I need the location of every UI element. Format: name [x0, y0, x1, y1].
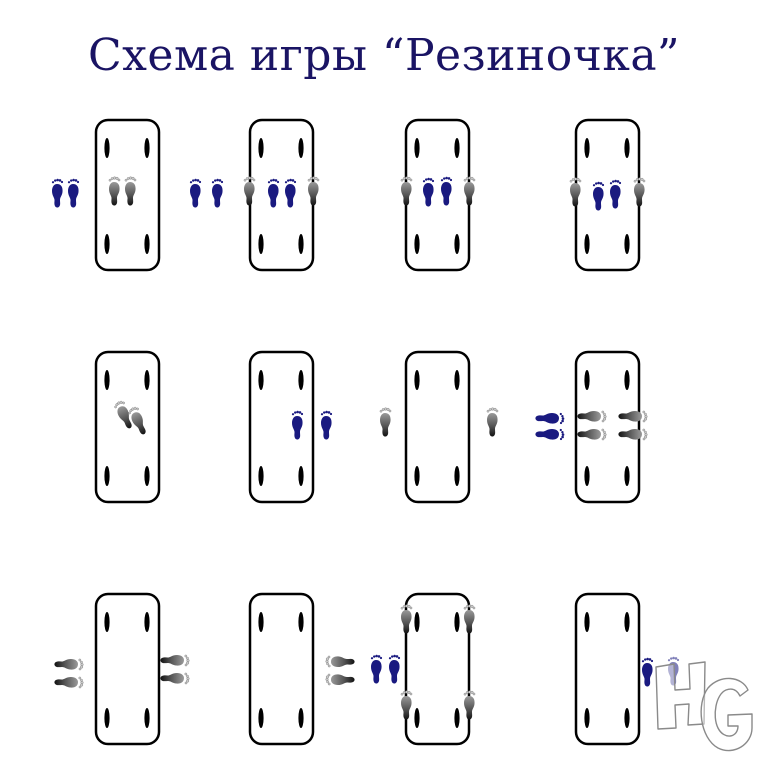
step-11: [371, 592, 475, 746]
step-4: [570, 118, 645, 272]
blue-foot-icon: [423, 178, 434, 207]
blue-foot-icon: [642, 658, 653, 687]
rubber-frame: [248, 592, 315, 746]
blue-foot-icon: [535, 413, 564, 424]
blue-foot-icon: [321, 411, 332, 440]
rubber-frame: [248, 350, 315, 504]
blue-foot-icon: [68, 179, 79, 208]
rubber-frame: [248, 118, 315, 272]
gray-foot-icon: [487, 408, 498, 437]
blue-foot-icon: [593, 182, 604, 211]
blue-foot-icon: [268, 179, 279, 208]
step-5: [94, 350, 161, 504]
blue-foot-icon: [610, 180, 621, 209]
blue-foot-icon: [212, 179, 223, 208]
gray-foot-icon: [326, 656, 355, 667]
blue-foot-icon: [389, 655, 400, 684]
gray-foot-icon: [54, 677, 83, 688]
blue-foot-icon: [535, 429, 564, 440]
gray-foot-icon: [326, 674, 355, 685]
step-9: [54, 592, 189, 746]
blue-foot-icon: [371, 655, 382, 684]
gray-foot-icon: [160, 655, 189, 666]
rubber-frame: [574, 350, 641, 504]
gray-foot-icon: [127, 406, 149, 437]
gray-foot-icon: [125, 177, 136, 206]
blue-foot-icon: [190, 179, 201, 208]
step-7: [380, 350, 498, 504]
step-10: [248, 592, 355, 746]
gray-foot-icon: [577, 411, 606, 422]
page-title: Схема игры “Резиночка”: [87, 30, 681, 81]
rubber-frame: [574, 118, 641, 272]
step-2: [190, 118, 319, 272]
blue-foot-icon: [292, 411, 303, 440]
blue-foot-icon: [52, 179, 63, 208]
step-3: [401, 118, 475, 272]
rubber-frame: [404, 592, 471, 746]
gray-foot-icon: [618, 429, 647, 440]
gray-foot-icon: [109, 177, 120, 206]
rubber-frame: [404, 118, 471, 272]
step-8: [535, 350, 647, 504]
gray-foot-icon: [577, 429, 606, 440]
step-6: [248, 350, 332, 504]
rubber-frame: [94, 592, 161, 746]
gray-foot-icon: [160, 673, 189, 684]
blue-foot-icon: [285, 179, 296, 208]
gray-foot-icon: [618, 411, 647, 422]
hg-logo: [655, 661, 753, 752]
gray-foot-icon: [54, 659, 83, 670]
rubber-frame: [574, 592, 641, 746]
step-1: [52, 118, 161, 272]
blue-foot-icon: [441, 177, 452, 206]
rubber-frame: [404, 350, 471, 504]
gray-foot-icon: [380, 408, 391, 437]
